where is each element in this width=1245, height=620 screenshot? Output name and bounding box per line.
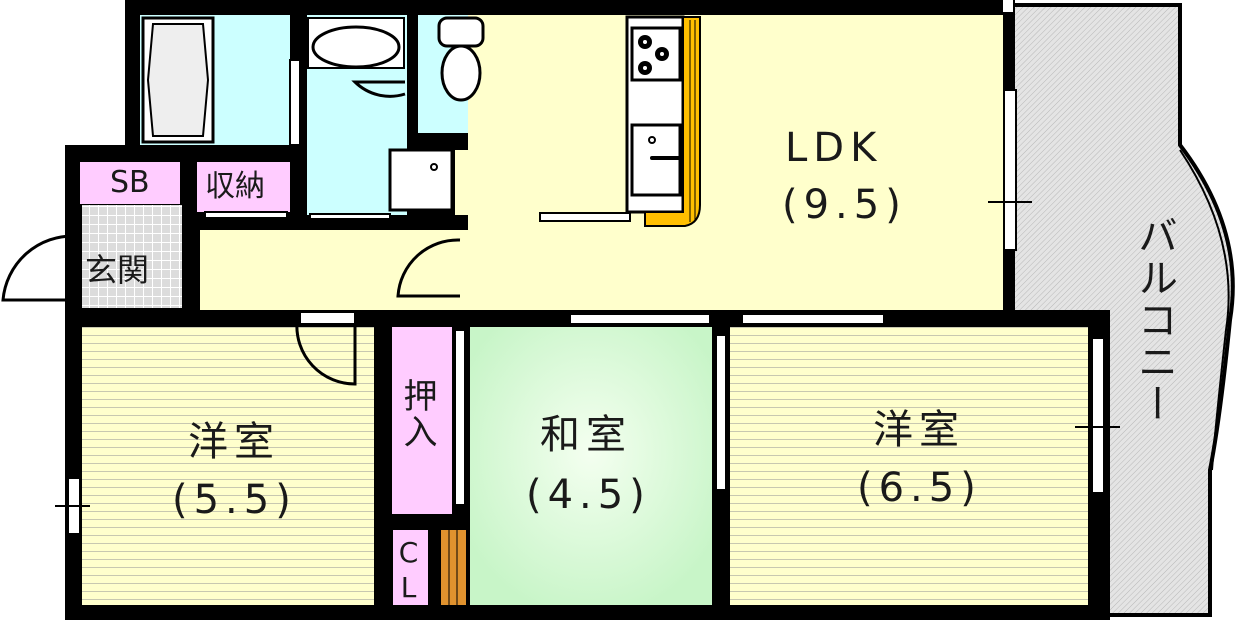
oshiire-floor <box>392 327 452 514</box>
room-name-shoe-box: SB <box>110 165 150 200</box>
shelf <box>441 530 466 605</box>
door <box>1 80 461 386</box>
kitchen-sink-icon <box>630 123 682 197</box>
toilet-icon <box>437 16 485 102</box>
western-room-right-floor <box>730 327 1088 605</box>
washing-machine-pan-icon <box>388 148 454 212</box>
room-name-entrance: 玄関 <box>85 251 150 289</box>
room-size-western-left: (5.5) <box>172 477 297 523</box>
room-name-japanese: 和室 <box>540 412 632 458</box>
room-name-western-left: 洋室 <box>188 419 280 465</box>
room-name-closet: CL <box>392 536 425 606</box>
ldk-floor <box>200 15 1003 310</box>
closet-floor <box>393 530 428 605</box>
gas-stove-icon <box>630 26 682 82</box>
balcony <box>1008 3 1235 617</box>
shoe-box <box>80 162 180 204</box>
entrance-floor <box>82 205 182 308</box>
storage-closet <box>197 162 290 212</box>
western-room-left-floor <box>82 327 374 605</box>
room-name-storage: 収納 <box>205 169 265 204</box>
room-name-oshiire: 押入 <box>397 378 437 450</box>
room-size-ldk: (9.5) <box>782 182 907 228</box>
japanese-room-floor <box>470 327 712 605</box>
room-name-ldk: LDK <box>785 125 883 171</box>
room-name-balcony: バルコニー <box>1131 215 1177 425</box>
room-name-western-right: 洋室 <box>873 407 965 453</box>
room-size-japanese: (4.5) <box>526 472 651 518</box>
washbasin-icon <box>307 17 405 69</box>
bathtub-icon <box>141 16 215 144</box>
room-size-western-right: (6.5) <box>857 465 982 511</box>
